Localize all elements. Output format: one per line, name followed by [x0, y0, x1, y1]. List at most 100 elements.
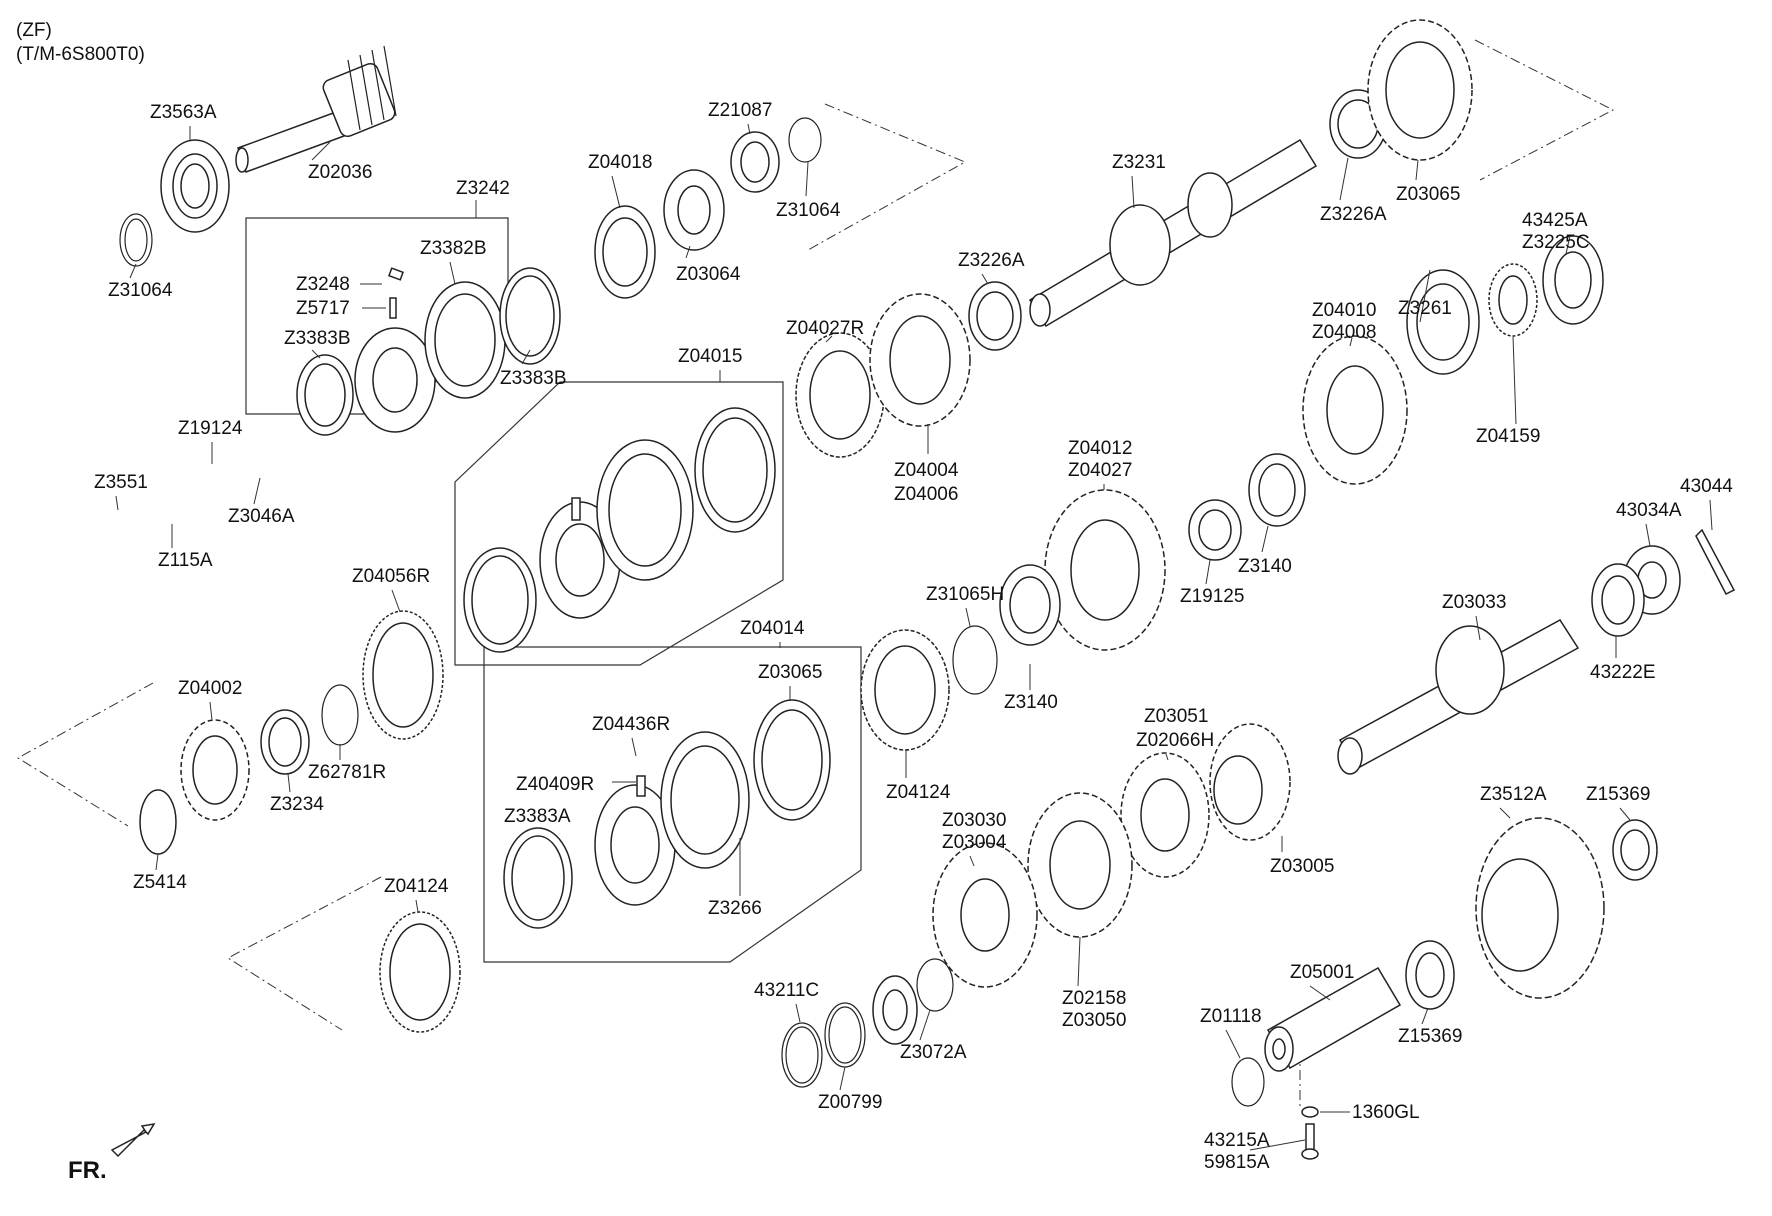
part-number-label: Z04159: [1476, 426, 1540, 447]
part-number-label: Z5717: [296, 298, 350, 319]
part-number-label: 43211C: [754, 980, 819, 1001]
part-number-label: Z01118: [1200, 1006, 1262, 1027]
leader-line: [1565, 235, 1571, 255]
part-number-label: Z3242: [456, 178, 510, 199]
leader-line: [415, 899, 419, 913]
part-number-label: Z31064: [108, 280, 173, 301]
part-number-label: Z04018: [588, 152, 652, 173]
part-number-label: Z03033: [1442, 592, 1506, 613]
part-number-label: Z3382B: [420, 238, 487, 259]
synchro-assembly-z04014: [503, 699, 831, 929]
part-number-label: Z02066H: [1136, 730, 1214, 751]
leader-line: [1419, 269, 1431, 323]
header-line-2: (T/M-6S800T0): [16, 44, 145, 65]
snap-ring: [119, 213, 153, 267]
front-arrow-icon: [110, 1122, 156, 1158]
front-direction-label: FR.: [68, 1157, 107, 1184]
part-number-label: Z00799: [818, 1092, 882, 1113]
part-number-label: Z3046A: [228, 506, 295, 527]
leader-line: [1339, 157, 1349, 201]
part-number-label: Z03065: [758, 662, 822, 683]
gear: [1367, 19, 1473, 161]
snap-ring: [321, 684, 359, 746]
part-number-label: Z03050: [1062, 1010, 1126, 1031]
part-number-label: Z04014: [740, 618, 805, 639]
needle-bearing: [1406, 269, 1480, 375]
leader-line: [1475, 615, 1481, 641]
leader-line: [805, 161, 809, 197]
part-number-label: Z04124: [886, 782, 951, 803]
leader-line: [1249, 1139, 1306, 1151]
gear: [180, 719, 250, 821]
leader-line: [1309, 985, 1331, 1001]
idler-shaft: [1264, 966, 1402, 1072]
leader-line: [311, 141, 331, 161]
leader-line: [209, 701, 213, 721]
gear: [1475, 817, 1605, 999]
part-number-label: Z03064: [676, 264, 741, 285]
leader-line: [685, 245, 691, 259]
bearing: [160, 139, 230, 233]
part-number-label: Z19124: [178, 418, 243, 439]
leader-line: [1349, 337, 1353, 347]
part-number-label: Z15369: [1586, 784, 1650, 805]
leader-line: [1077, 936, 1081, 987]
leader-line: [1709, 499, 1713, 531]
part-number-label: Z02158: [1062, 988, 1126, 1009]
leader-line: [1619, 807, 1631, 821]
alignment-line: [807, 103, 967, 251]
part-number-label: Z03030: [942, 810, 1006, 831]
part-number-label: 1360GL: [1352, 1102, 1420, 1123]
circlip: [1231, 1057, 1265, 1107]
needle-bearing: [1405, 819, 1658, 1010]
part-number-label: 43425A: [1522, 210, 1588, 231]
gear: [999, 489, 1166, 651]
part-number-label: 43222E: [1590, 662, 1656, 683]
part-number-label: Z3225C: [1522, 232, 1590, 253]
leader-line: [1165, 753, 1169, 761]
part-number-label: Z3512A: [1480, 784, 1547, 805]
part-number-label: Z3261: [1398, 298, 1452, 319]
bearing: [1542, 235, 1604, 325]
part-number-label: Z3266: [708, 898, 762, 919]
leader-line: [1512, 335, 1517, 425]
leader-line: [1499, 807, 1511, 819]
leader-line: [391, 589, 401, 613]
part-number-label: Z3383B: [284, 328, 351, 349]
leader-line: [253, 477, 261, 505]
part-number-label: Z3140: [1238, 556, 1292, 577]
part-number-label: 43215A: [1204, 1130, 1270, 1151]
leader-line: [1421, 1007, 1429, 1025]
part-number-label: Z3234: [270, 794, 324, 815]
synchro-ring: [1488, 263, 1538, 337]
synchro-assembly-z04015: [463, 407, 776, 653]
part-number-label: Z3248: [296, 274, 350, 295]
leader-line: [611, 175, 621, 209]
part-number-label: Z19125: [1180, 586, 1244, 607]
part-number-label: Z3072A: [900, 1042, 967, 1063]
group-box-z04015: [454, 381, 784, 666]
part-number-label: Z04004: [894, 460, 959, 481]
needle-bearing: [1188, 453, 1306, 561]
leader-line: [981, 273, 989, 285]
part-number-label: Z04056R: [352, 566, 430, 587]
alignment-line: [227, 876, 382, 1031]
leader-line: [1205, 559, 1211, 585]
synchro-ring: [362, 610, 444, 740]
part-number-label: Z3226A: [1320, 204, 1387, 225]
alignment-line: [17, 682, 154, 827]
part-number-label: Z3383A: [504, 806, 571, 827]
part-number-label: Z03051: [1144, 706, 1208, 727]
gear-cluster-top: [594, 117, 822, 299]
leader-line: [795, 1003, 801, 1023]
part-number-label: Z04436R: [592, 714, 670, 735]
part-number-label: Z03004: [942, 832, 1007, 853]
part-number-label: Z3383B: [500, 368, 567, 389]
part-number-label: Z04002: [178, 678, 242, 699]
part-number-label: Z31065H: [926, 584, 1004, 605]
thrust-washer: [139, 789, 177, 855]
part-number-label: Z05001: [1290, 962, 1354, 983]
bolt-and-washer: [1301, 1106, 1319, 1160]
part-number-label: Z3140: [1004, 692, 1058, 713]
needle-bearing: [260, 709, 310, 775]
